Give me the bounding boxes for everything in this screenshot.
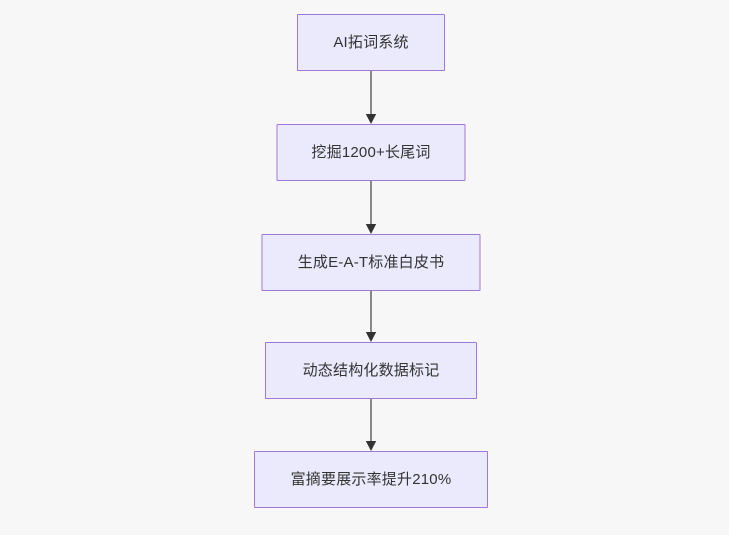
flowchart-node-rich-snippet-result[interactable]: 富摘要展示率提升210% xyxy=(254,451,488,508)
node-label: AI拓词系统 xyxy=(333,34,409,51)
arrowhead-icon xyxy=(365,332,377,342)
flowchart-node-dynamic-structured-data-markup[interactable]: 动态结构化数据标记 xyxy=(265,342,477,399)
flowchart-node-generate-eat-whitepaper[interactable]: 生成E-A-T标准白皮书 xyxy=(261,234,481,291)
edge-n3-n4 xyxy=(364,291,378,342)
edge-n1-n2 xyxy=(364,71,378,124)
node-label: 挖掘1200+长尾词 xyxy=(311,144,431,161)
arrowhead-icon xyxy=(365,224,377,234)
node-label: 生成E-A-T标准白皮书 xyxy=(297,254,445,271)
edge-n4-n5 xyxy=(364,399,378,451)
edge-n2-n3 xyxy=(364,181,378,234)
node-label: 动态结构化数据标记 xyxy=(302,362,440,379)
flowchart-node-mine-longtail-keywords[interactable]: 挖掘1200+长尾词 xyxy=(276,124,466,181)
arrowhead-icon xyxy=(365,441,377,451)
node-label: 富摘要展示率提升210% xyxy=(290,471,452,488)
arrowhead-icon xyxy=(365,114,377,124)
flowchart-node-ai-keyword-system[interactable]: AI拓词系统 xyxy=(297,14,445,71)
